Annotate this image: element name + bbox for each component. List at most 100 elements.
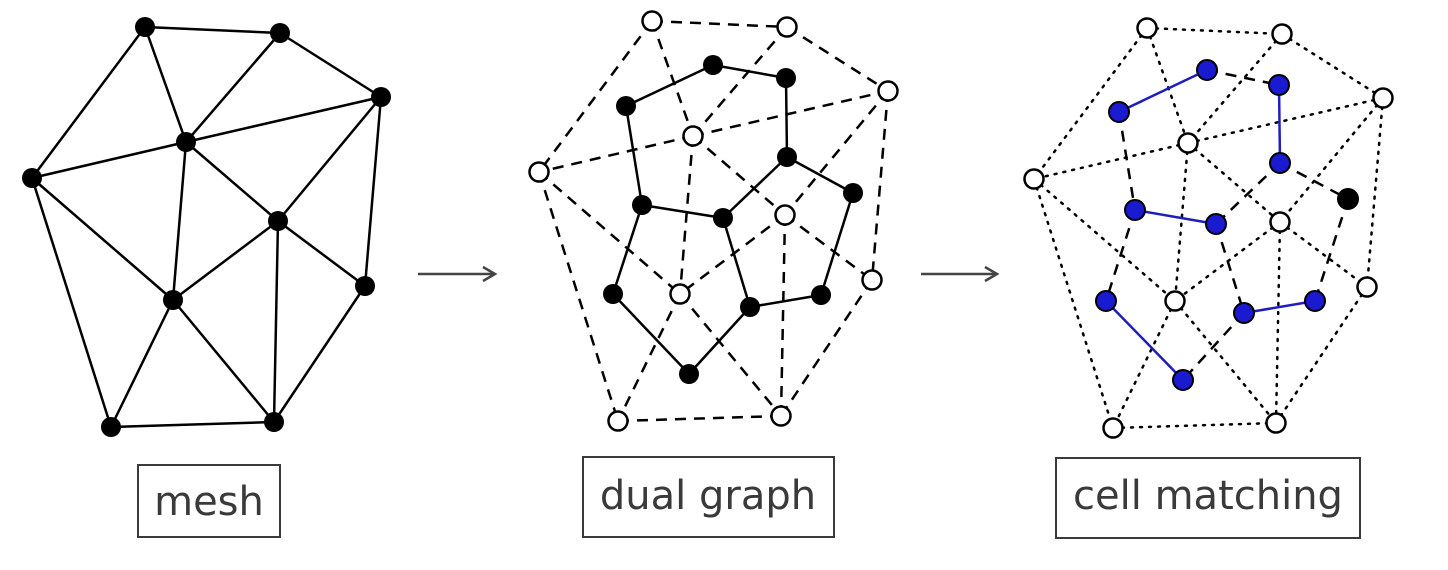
dual-mesh-edge [679,293,782,417]
cell-mesh-edge [1032,177,1177,303]
dual-edge [819,192,855,296]
dual-mesh-edge [678,135,695,295]
mesh-edge [185,95,382,144]
dual-mesh-edge [870,90,890,281]
dual-graph-label-box: dual graph [582,456,835,538]
dual-edge [786,155,854,195]
cell-matched-node [1205,213,1227,235]
dual-node [703,55,723,75]
dual-mesh-edge [650,20,695,137]
cell-mesh-vertex [1136,17,1158,39]
mesh-vertex [176,132,196,152]
dual-node [843,183,863,203]
cell-matching-edge [1105,300,1184,381]
mesh-edge [109,299,175,428]
mesh-edge [144,25,281,35]
cell-mesh-edge [1186,32,1284,145]
cell-unmatched-edge [1214,223,1246,314]
cell-matching-edge [1118,68,1208,114]
dual-mesh-vertex [669,283,691,305]
dual-node [603,284,623,304]
dual-edge [712,63,787,80]
dual-mesh-edge [538,134,694,174]
dual-edge [721,217,752,308]
arrow-dual-to-matching [921,265,1000,283]
mesh-edge [172,299,275,423]
cell-unmatched-edge [1104,209,1137,302]
mesh-edge [277,96,382,222]
mesh-edge [31,140,187,180]
dual-mesh-edge [779,214,787,417]
mesh-edge [31,177,174,301]
dual-edge [784,77,789,158]
cell-mesh-edge [1274,285,1369,425]
cell-mesh-edge [1032,141,1190,181]
dual-mesh-edge [692,135,786,216]
mesh-edge [110,420,275,429]
cell-mesh-edge [1186,141,1282,224]
dual-mesh-edge [786,25,889,93]
cell-mesh-vertex [1372,87,1394,109]
dual-mesh-vertex [770,405,792,427]
cell-mesh-edge [1278,96,1385,224]
mesh-vertex [264,412,284,432]
dual-mesh-edge [617,414,782,423]
cell-mesh-edge [1274,220,1282,425]
cell-matching-panel [1023,17,1394,439]
dual-node [713,208,733,228]
dual-mesh-vertex [861,269,883,291]
cell-unmatched-edge [1206,68,1280,87]
dual-node [616,96,636,116]
dual-mesh-edge [651,19,788,29]
dual-edge [749,293,822,309]
cell-mesh-edge [1111,299,1177,430]
cell-mesh-edge [1145,26,1190,145]
dual-edge [722,156,788,219]
dual-mesh-edge [537,20,654,173]
cell-unmatched-edge [1117,111,1137,211]
arrow-mesh-to-dual [418,265,498,283]
mesh-edge [277,219,366,288]
dual-mesh-edge [692,26,788,137]
cell-unmatched-node [1337,188,1359,210]
mesh-edge [363,96,383,287]
cell-matching-edge [1134,208,1217,226]
dual-node [776,68,796,88]
cell-mesh-vertex [1177,132,1199,154]
dual-edge [611,204,644,295]
cell-matched-node [1095,290,1117,312]
cell-mesh-vertex [1269,211,1291,233]
dual-mesh-edge [537,171,620,422]
cell-matching-label-border [1055,457,1361,539]
cell-mesh-edge [1173,141,1190,303]
mesh-label-box: mesh [137,464,281,538]
dual-mesh-edge [679,214,786,295]
cell-matched-node [1304,290,1326,312]
dual-node [679,364,699,384]
dual-mesh-vertex [776,16,798,38]
cell-mesh-edge [1280,32,1385,100]
dual-mesh-vertex [774,204,796,226]
cell-matching-edge [1243,299,1316,315]
mesh-edge [185,141,279,222]
cell-mesh-edge [1145,26,1284,36]
dual-edge [625,63,714,108]
cell-unmatched-edge [1313,198,1350,302]
mesh-vertex [135,17,155,37]
mesh-edge [30,177,113,428]
dual-edge [641,203,724,220]
cell-mesh-vertex [1102,417,1124,439]
dual-mesh-vertex [682,125,704,147]
mesh-vertex [355,276,375,296]
mesh-edge [185,32,281,143]
arrow-head [482,265,498,283]
cell-matched-node [1233,302,1255,324]
cell-matched-node [1196,59,1218,81]
dual-mesh-vertex [607,410,629,432]
mesh-edge [272,220,280,423]
cell-unmatched-edge [1215,162,1281,225]
dual-graph-label: dual graph [600,473,816,519]
arrow-head [984,265,1000,283]
cell-mesh-edge [1365,96,1385,289]
cell-mesh-edge [1032,26,1149,181]
